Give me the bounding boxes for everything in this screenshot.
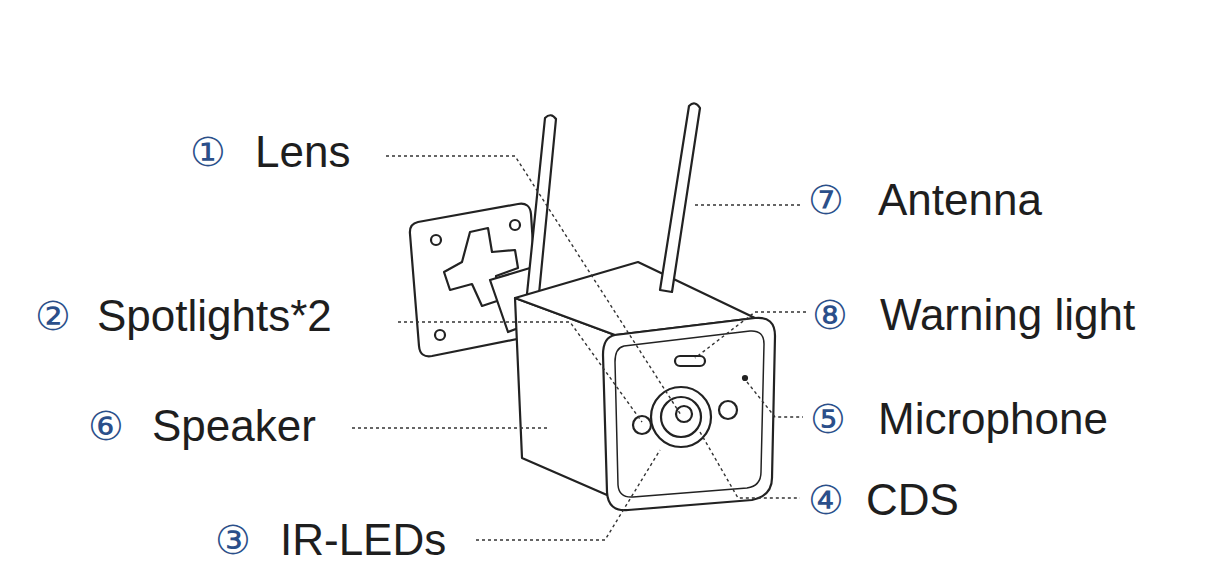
spotlight — [633, 416, 651, 434]
leader-line — [695, 312, 806, 358]
leader-line — [747, 382, 803, 417]
screw-hole — [431, 235, 441, 245]
leader-line — [700, 432, 800, 498]
callout-number: ② — [35, 296, 71, 336]
part-name: Antenna — [878, 178, 1042, 222]
leader-line — [398, 322, 642, 422]
spotlight — [719, 401, 737, 419]
front-rim — [615, 331, 764, 497]
part-name: Microphone — [878, 397, 1108, 441]
camera-front — [603, 318, 775, 510]
callout-number: ⑥ — [88, 406, 124, 446]
part-name: Warning light — [880, 293, 1135, 337]
part-name: CDS — [866, 478, 959, 522]
microphone-hole — [743, 376, 747, 380]
leader-line — [695, 204, 802, 205]
part-name: IR-LEDs — [280, 518, 446, 562]
callout-number: ⑤ — [810, 399, 846, 439]
lens — [661, 397, 701, 437]
part-name: Spotlights*2 — [97, 294, 332, 338]
warning-light — [675, 356, 705, 366]
callout-number: ⑦ — [808, 180, 844, 220]
callout-number: ③ — [215, 520, 251, 560]
callout-number: ④ — [808, 480, 844, 520]
lens — [651, 387, 711, 447]
screw-hole — [435, 330, 445, 340]
callout-number: ⑧ — [812, 295, 848, 335]
screw-hole — [510, 220, 520, 230]
part-name: Speaker — [152, 404, 316, 448]
part-name: Lens — [255, 130, 350, 174]
callout-number: ① — [190, 132, 226, 172]
leader-line — [476, 450, 660, 540]
leader-line — [352, 427, 548, 428]
leader-line — [386, 156, 681, 415]
lens — [676, 406, 692, 422]
antenna — [660, 103, 700, 292]
